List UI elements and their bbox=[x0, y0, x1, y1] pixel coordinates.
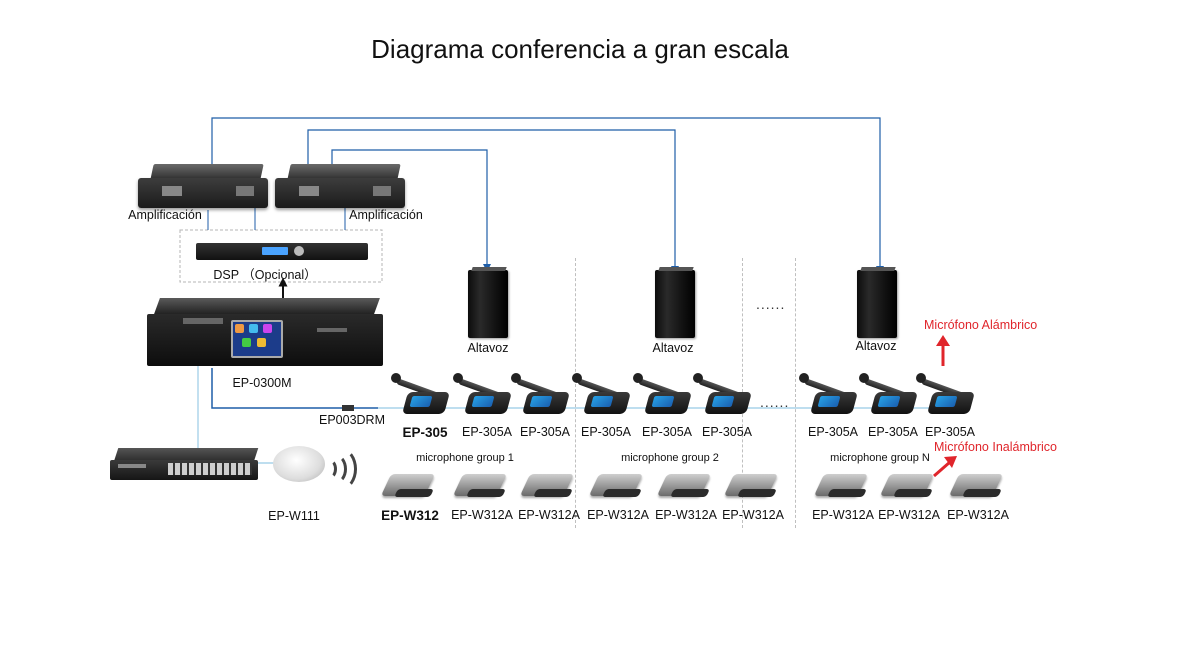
group-divider bbox=[575, 258, 576, 528]
wireless-access-point bbox=[273, 446, 325, 482]
wired-mic-annotation: Micrófono Alámbrico bbox=[924, 318, 1038, 332]
speaker-1-label: Altavoz bbox=[467, 341, 509, 355]
amp-line-speaker-3 bbox=[211, 117, 884, 274]
wireless-microphone-label: EP-W312A bbox=[812, 508, 874, 522]
wired-microphone bbox=[572, 370, 640, 420]
wireless-microphone-label: EP-W312A bbox=[947, 508, 1009, 522]
wireless-microphone-label: EP-W312A bbox=[587, 508, 649, 522]
wired-microphone-label: EP-305A bbox=[580, 425, 632, 439]
host-to-mic-cable bbox=[211, 368, 378, 409]
amplifier-2-label: Amplificación bbox=[349, 208, 423, 222]
group-divider bbox=[795, 258, 796, 528]
host-label: EP-0300M bbox=[232, 376, 292, 390]
group-1-label: microphone group 1 bbox=[416, 452, 514, 464]
amplifier-2 bbox=[275, 164, 405, 208]
wireless-microphone bbox=[586, 472, 650, 502]
speaker-2-label: Altavoz bbox=[652, 341, 694, 355]
wireless-microphone-label: EP-W312A bbox=[518, 508, 580, 522]
conference-host bbox=[147, 298, 383, 368]
wired-microphone bbox=[633, 370, 701, 420]
mic-ellipsis: ...... bbox=[760, 394, 790, 410]
cable-label: EP003DRM bbox=[319, 413, 385, 427]
wired-microphone-label: EP-305A bbox=[867, 425, 919, 439]
wired-microphone-label: EP-305A bbox=[924, 425, 976, 439]
speaker-3-label: Altavoz bbox=[855, 339, 897, 353]
access-point-label: EP-W111 bbox=[268, 509, 320, 523]
wireless-microphone bbox=[721, 472, 785, 502]
speaker-3 bbox=[857, 267, 897, 338]
wireless-microphone bbox=[654, 472, 718, 502]
wireless-microphone-label: EP-W312A bbox=[655, 508, 717, 522]
speaker-1 bbox=[468, 267, 508, 338]
speaker-2 bbox=[655, 267, 695, 338]
wireless-microphone-label: EP-W312A bbox=[451, 508, 513, 522]
wireless-microphone bbox=[946, 472, 1010, 502]
wired-microphone bbox=[859, 370, 927, 420]
wireless-annotation-arrow-icon bbox=[933, 456, 957, 478]
wired-microphone bbox=[391, 370, 459, 420]
amplifier-1-label: Amplificación bbox=[128, 208, 202, 222]
group-2-label: microphone group 2 bbox=[621, 452, 719, 464]
wireless-microphone-label: EP-W312A bbox=[722, 508, 784, 522]
wireless-mic-annotation: Micrófono Inalámbrico bbox=[934, 440, 1057, 454]
wired-microphone bbox=[693, 370, 761, 420]
wired-microphone bbox=[511, 370, 579, 420]
wireless-microphone-label: EP-W312A bbox=[878, 508, 940, 522]
wired-microphone-label: EP-305A bbox=[461, 425, 513, 439]
wired-microphone-label: EP-305A bbox=[807, 425, 859, 439]
amp-line-speaker-2 bbox=[307, 129, 679, 274]
wireless-microphone bbox=[450, 472, 514, 502]
wireless-microphone-label: EP-W312 bbox=[381, 508, 439, 523]
dsp-label: DSP （Opcional） bbox=[213, 268, 317, 282]
wired-microphone bbox=[453, 370, 521, 420]
wired-microphone-label: EP-305 bbox=[402, 425, 448, 440]
wired-microphone bbox=[916, 370, 984, 420]
dsp-unit bbox=[196, 243, 368, 260]
diagram-title: Diagrama conferencia a gran escala bbox=[371, 34, 789, 64]
wireless-microphone bbox=[517, 472, 581, 502]
wired-annotation-arrow-icon bbox=[936, 335, 950, 366]
wireless-microphone bbox=[811, 472, 875, 502]
amplifier-1 bbox=[138, 164, 268, 208]
wired-microphone-label: EP-305A bbox=[641, 425, 693, 439]
group-n-label: microphone group N bbox=[830, 452, 930, 464]
wired-microphone bbox=[799, 370, 867, 420]
wireless-microphone bbox=[877, 472, 941, 502]
wired-microphone-label: EP-305A bbox=[701, 425, 753, 439]
speaker-ellipsis: ...... bbox=[756, 296, 786, 312]
network-switch bbox=[110, 448, 259, 480]
amp-line-speaker-1 bbox=[331, 149, 491, 272]
wired-microphone-label: EP-305A bbox=[519, 425, 571, 439]
wireless-microphone bbox=[378, 472, 442, 502]
